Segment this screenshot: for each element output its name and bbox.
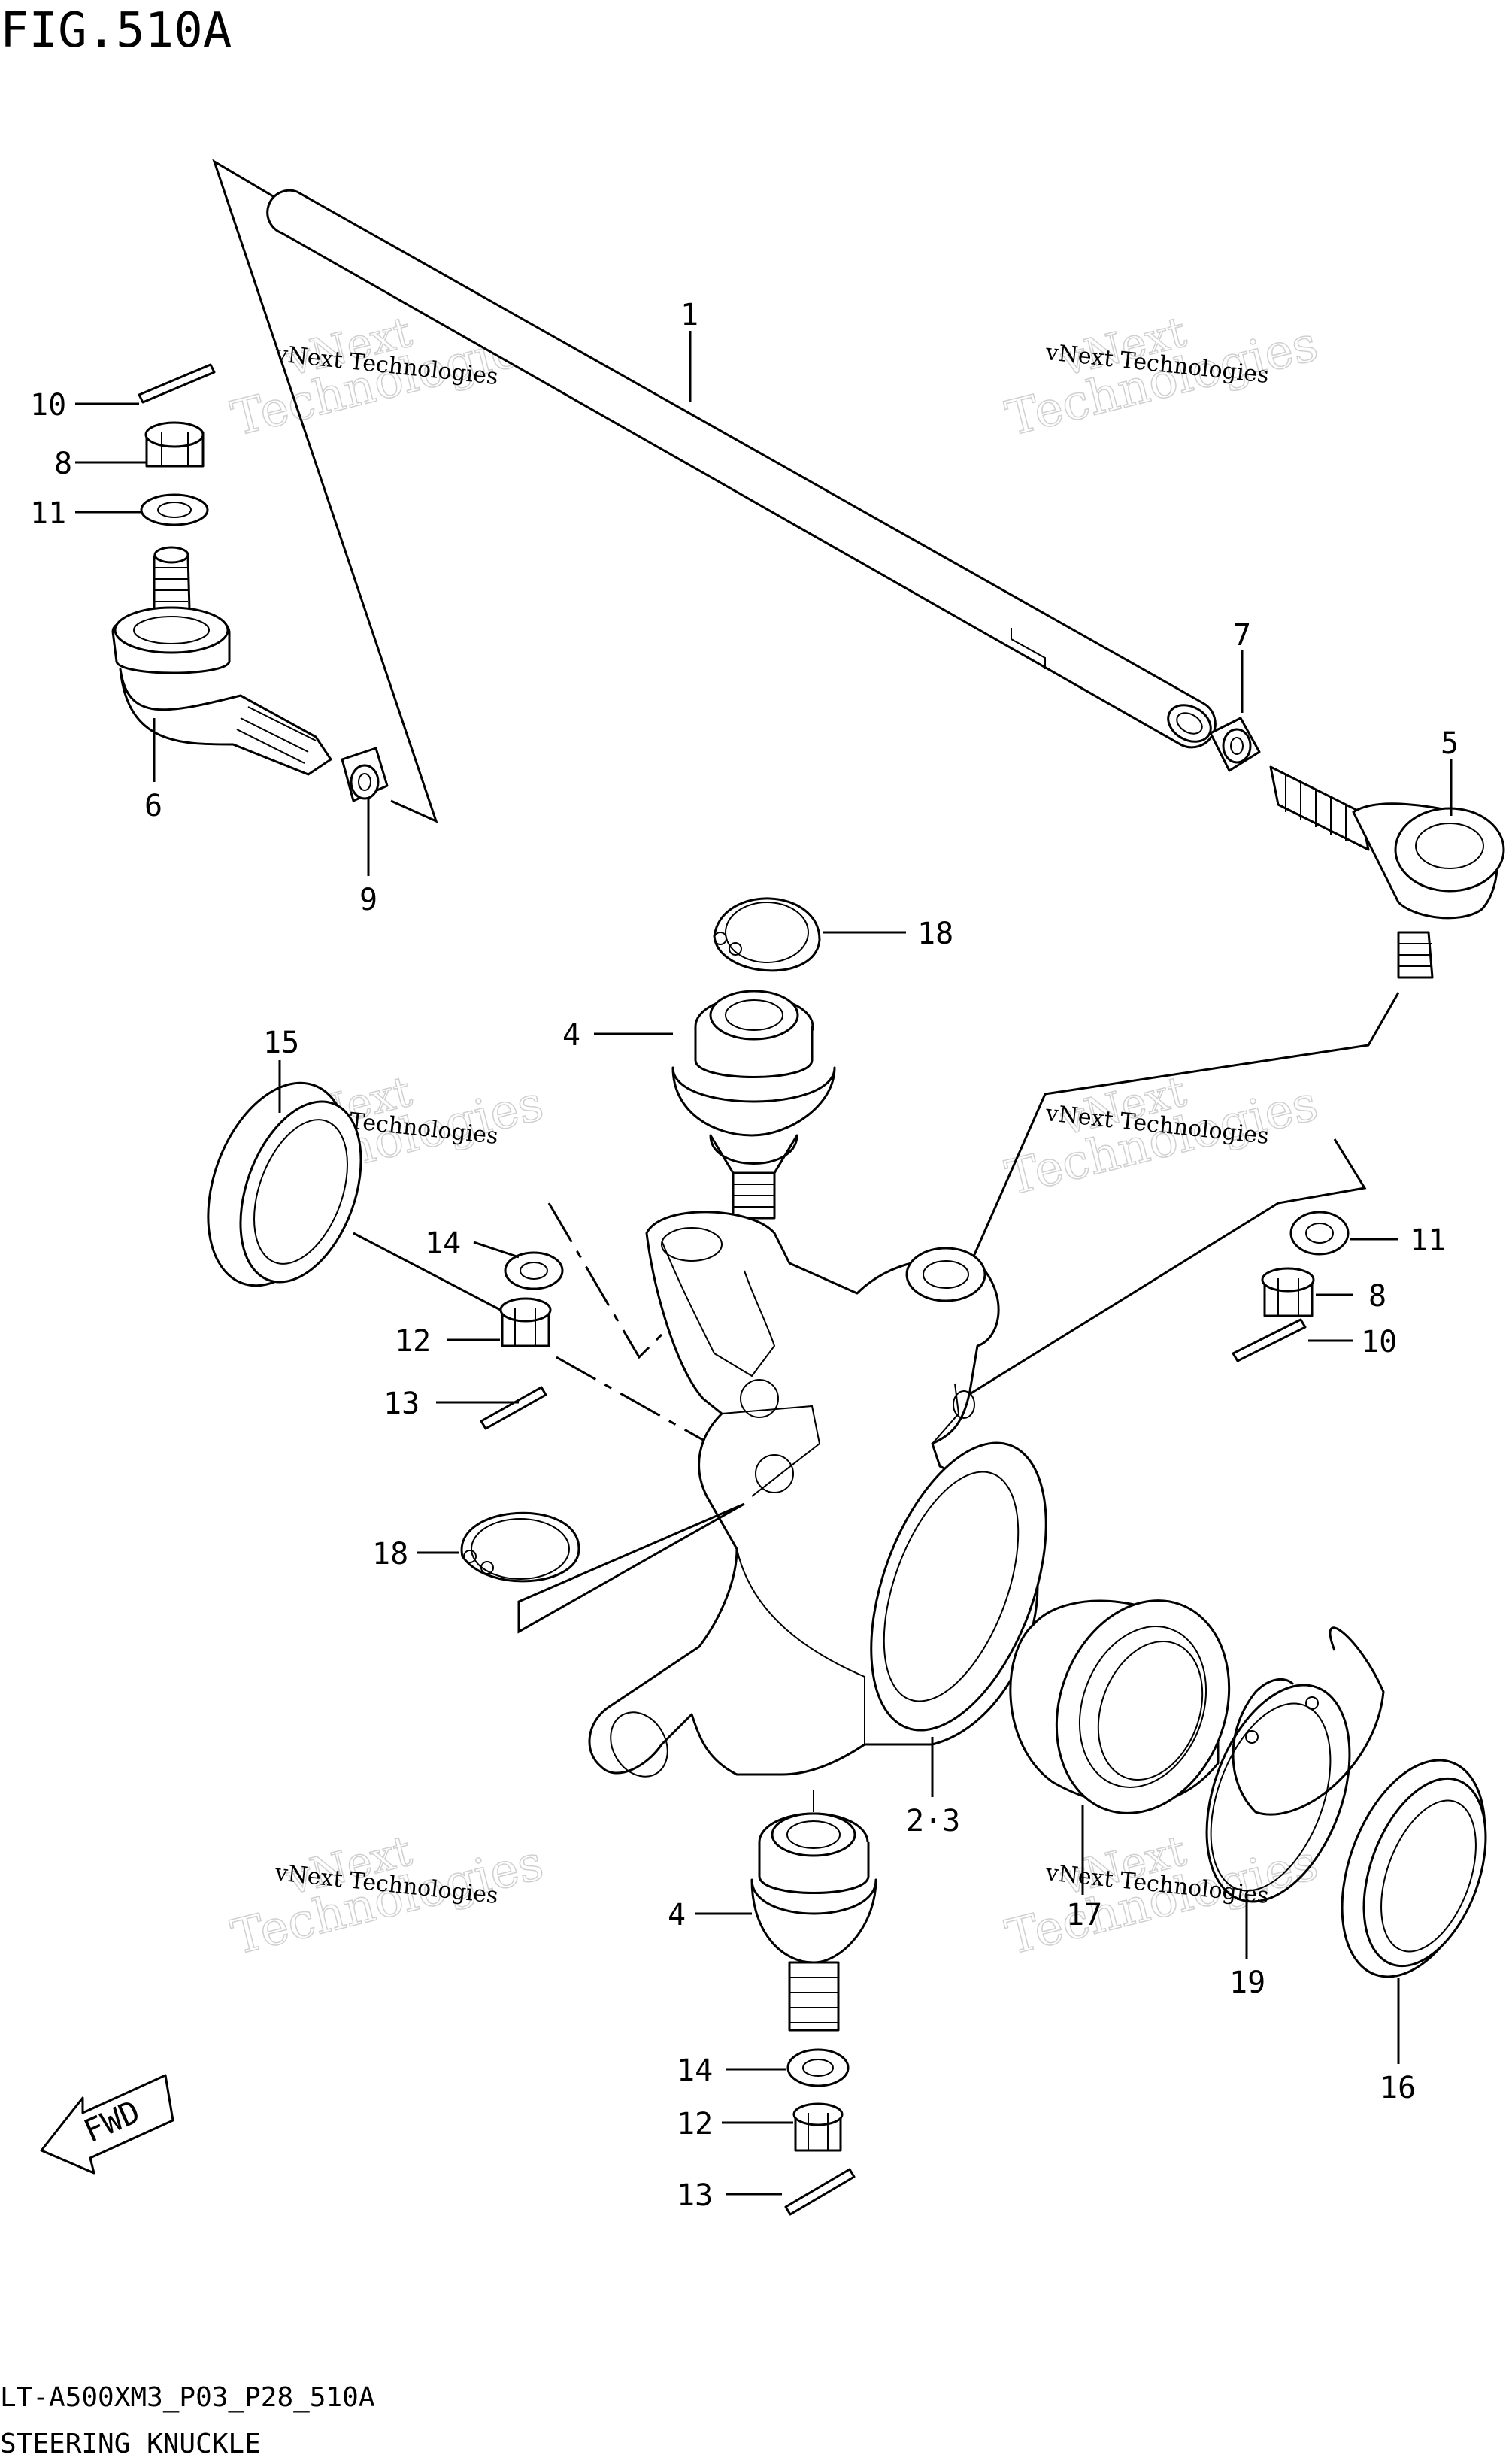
callout-6: 6	[144, 789, 162, 823]
cotter-pin-10-right	[1232, 1318, 1307, 1362]
castle-nut-8-right	[1261, 1267, 1315, 1317]
callout-4-lower: 4	[668, 1898, 686, 1932]
callout-1: 1	[680, 298, 698, 332]
callout-8-right: 8	[1368, 1279, 1386, 1314]
knuckle-dash-left	[556, 1356, 704, 1441]
castle-nut-12-upper	[499, 1297, 552, 1347]
cotter-pin-13-upper	[480, 1386, 547, 1430]
callout-8-left: 8	[54, 447, 72, 481]
seal-15-leader	[353, 1232, 527, 1325]
cotter-pin-13-lower	[784, 2168, 856, 2216]
ball-joint-4-top	[671, 990, 836, 1220]
callout-15: 15	[263, 1026, 299, 1060]
callout-12-upper: 12	[395, 1324, 431, 1359]
cotter-pin-10-left	[138, 363, 216, 404]
callout-10-right: 10	[1361, 1325, 1397, 1359]
callout-5: 5	[1441, 726, 1459, 761]
assembly-bracket-left	[212, 159, 438, 823]
footer-code: LT-A500XM3_P03_P28_510A	[0, 2382, 375, 2413]
steering-knuckle	[588, 1211, 1047, 1778]
callout-18-top: 18	[917, 917, 953, 951]
callout-7: 7	[1233, 618, 1251, 653]
callout-4-top: 4	[562, 1018, 580, 1053]
snap-ring-18-top	[713, 897, 821, 972]
callout-10-left: 10	[30, 388, 66, 423]
callout-18-lower: 18	[372, 1537, 408, 1571]
washer-11-left	[140, 493, 209, 526]
tie-rod-end-left	[111, 546, 332, 776]
washer-11-right	[1289, 1211, 1350, 1256]
fwd-arrow: FWD	[40, 2074, 174, 2175]
knuckle-dash-upper	[547, 1202, 667, 1359]
footer-name: STEERING KNUCKLE	[0, 2429, 261, 2459]
snap-ring-18-lower	[460, 1511, 580, 1583]
callout-9: 9	[359, 883, 377, 917]
callout-2-3: 2·3	[906, 1804, 960, 1838]
callout-16: 16	[1380, 2071, 1416, 2105]
callout-13-lower: 13	[677, 2178, 713, 2213]
snap-ring-lower-bracket	[517, 1502, 745, 1634]
assembly-bracket-right	[961, 992, 1400, 1400]
tie-rod-end-right	[1269, 765, 1505, 979]
callout-14-upper: 14	[425, 1226, 461, 1261]
ball-joint-4-lower	[750, 1790, 877, 2032]
oil-seal-15	[207, 1081, 362, 1287]
figure-title: FIG.510A	[0, 3, 232, 59]
washer-14-upper	[504, 1251, 564, 1290]
callout-14-lower: 14	[677, 2053, 713, 2088]
oil-seal-16	[1341, 1759, 1487, 1978]
castle-nut-8-left	[144, 421, 205, 468]
callout-19: 19	[1229, 1965, 1265, 2000]
callout-11-right: 11	[1410, 1223, 1446, 1258]
tie-rod	[266, 189, 1217, 749]
callouts: 1 5 6 7 8 8 9 10 10 11 11 4 4 12 12 13 1	[30, 298, 1459, 2213]
callout-17: 17	[1066, 1898, 1102, 1932]
washer-14-lower	[786, 2048, 850, 2087]
wheel-bearing-17	[1009, 1599, 1231, 1814]
callout-13-upper: 13	[383, 1387, 420, 1421]
circlip-19	[1205, 1626, 1385, 1903]
nut-9	[341, 747, 389, 802]
nut-7	[1209, 717, 1261, 772]
callout-11-left: 11	[30, 496, 66, 531]
castle-nut-12-lower	[792, 2102, 844, 2152]
callout-12-lower: 12	[677, 2107, 713, 2141]
